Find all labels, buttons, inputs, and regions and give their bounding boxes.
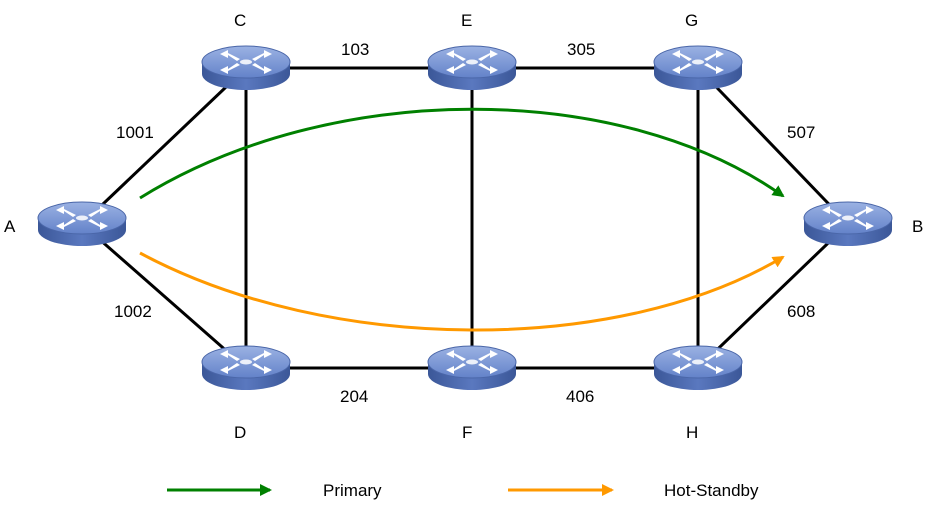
link-label-g-b: 507 bbox=[787, 123, 815, 142]
node-label-b: B bbox=[912, 217, 923, 236]
node-label-h: H bbox=[686, 423, 698, 442]
router-icon[interactable] bbox=[653, 45, 743, 91]
link-label-e-g: 305 bbox=[567, 40, 595, 59]
link-label-d-f: 204 bbox=[340, 387, 368, 406]
link-a-c bbox=[80, 66, 248, 226]
link-label-a-c: 1001 bbox=[116, 123, 154, 142]
node-label-a: A bbox=[4, 217, 16, 236]
router-icon[interactable] bbox=[653, 345, 743, 391]
node-label-c: C bbox=[234, 11, 246, 30]
links bbox=[80, 66, 850, 370]
router-icon[interactable] bbox=[427, 45, 517, 91]
router-icon[interactable] bbox=[427, 345, 517, 391]
node-label-d: D bbox=[234, 423, 246, 442]
legend-primary-label: Primary bbox=[323, 481, 382, 500]
legend-hot-standby-label: Hot-Standby bbox=[664, 481, 759, 500]
link-label-c-e: 103 bbox=[341, 40, 369, 59]
router-icon[interactable] bbox=[201, 45, 291, 91]
link-label-a-d: 1002 bbox=[114, 302, 152, 321]
node-label-g: G bbox=[685, 11, 698, 30]
hot-standby-path-arrow bbox=[139, 251, 785, 332]
primary-path-arrow bbox=[139, 107, 785, 200]
link-g-b bbox=[696, 66, 850, 226]
router-icon[interactable] bbox=[803, 201, 893, 247]
router-icon[interactable] bbox=[201, 345, 291, 391]
link-a-d bbox=[81, 222, 247, 370]
legend: Primary Hot-Standby bbox=[167, 481, 759, 500]
link-label-h-b: 608 bbox=[787, 302, 815, 321]
node-label-e: E bbox=[461, 11, 472, 30]
node-label-f: F bbox=[462, 423, 472, 442]
link-h-b bbox=[696, 222, 850, 370]
link-label-f-h: 406 bbox=[566, 387, 594, 406]
router-icon[interactable] bbox=[37, 201, 127, 247]
